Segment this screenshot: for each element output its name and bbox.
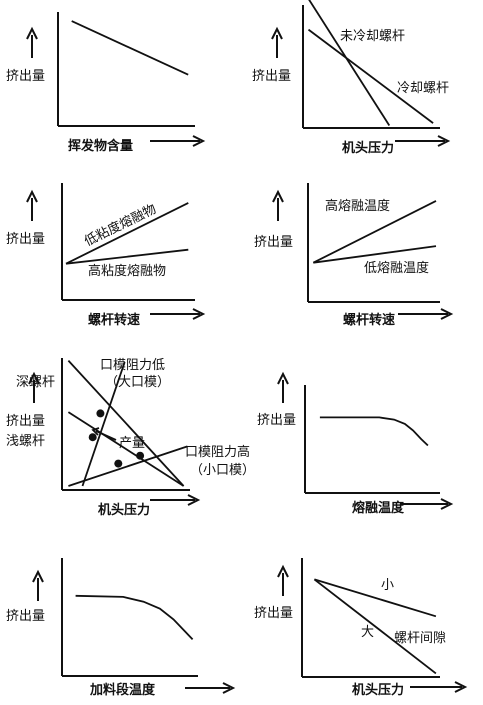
y-axis-label: 挤出量 xyxy=(254,606,293,621)
y-axis-label: 挤出量 xyxy=(254,235,293,250)
annotation-small: 小 xyxy=(381,578,394,593)
y-axis-label: 挤出量 xyxy=(6,232,45,247)
annotation-output: 产量 xyxy=(119,436,145,451)
panel-8: 挤出量 机头压力 小 大 螺杆间隙 xyxy=(254,558,468,698)
y-axis-label: 挤出量 xyxy=(257,413,296,428)
x-axis-label: 机头压力 xyxy=(352,682,404,698)
y-arrow-head-icon xyxy=(277,564,289,578)
x-arrow-head-icon xyxy=(440,308,454,320)
annotation-deep-screw: 深螺杆 xyxy=(16,375,55,390)
panel-1: 挤出量 挥发物含量 xyxy=(6,12,206,154)
y-arrow-head-icon xyxy=(26,189,38,203)
panel-2: 挤出量 机头压力 未冷却螺杆 冷却螺杆 xyxy=(252,0,451,156)
y-axis-label: 挤出量 xyxy=(6,414,45,429)
annotation-shallow-screw: 浅螺杆 xyxy=(6,434,45,449)
x-arrow-head-icon xyxy=(454,681,468,693)
x-arrow-head-icon xyxy=(440,498,454,510)
line-high-die-resistance xyxy=(68,445,188,487)
x-arrow-head-icon xyxy=(222,682,236,694)
x-arrow-head-icon xyxy=(192,135,206,147)
series-line-low-viscosity xyxy=(65,202,189,265)
x-axis-label: 熔融温度 xyxy=(352,500,405,516)
series-line xyxy=(75,594,194,641)
annotation-screw-clearance: 螺杆间隙 xyxy=(394,631,446,646)
y-axis-label: 挤出量 xyxy=(6,609,45,624)
x-axis-label: 机头压力 xyxy=(342,140,394,156)
y-arrow-head-icon xyxy=(32,569,44,583)
series-label-high-temp: 高熔融温度 xyxy=(325,198,390,214)
annotation-large-die: （大口模） xyxy=(105,375,170,390)
line-deep-screw xyxy=(67,359,185,487)
panel-7: 挤出量 加料段温度 xyxy=(6,558,236,698)
output-pointer-icon xyxy=(95,430,117,441)
y-axis-label: 挤出量 xyxy=(6,69,45,84)
panel-5: 挤出量 机头压力 深螺杆 浅螺杆 产量 口模阻力低 （大口模） 口模阻力高 （小… xyxy=(6,358,255,518)
y-arrow-head-icon xyxy=(272,189,284,203)
series-line-high-temp xyxy=(312,200,437,264)
intersection-point xyxy=(136,451,145,460)
x-arrow-head-icon xyxy=(437,135,451,147)
series-line-small xyxy=(314,578,437,618)
panel-3: 挤出量 螺杆转速 低粘度熔融物 高粘度熔融物 xyxy=(6,183,206,328)
series-label-low-viscosity: 低粘度熔融物 xyxy=(82,201,159,250)
x-axis-label: 机头压力 xyxy=(98,502,150,518)
series-line-uncooled xyxy=(308,0,391,126)
annotation-small-die: （小口模） xyxy=(190,463,255,478)
x-arrow-head-icon xyxy=(187,494,201,506)
y-arrow-head-icon xyxy=(28,371,40,385)
series-label-uncooled: 未冷却螺杆 xyxy=(340,29,405,44)
x-axis-label: 螺杆转速 xyxy=(343,312,395,328)
series-line-cooled xyxy=(307,28,434,124)
x-arrow-head-icon xyxy=(192,308,206,320)
line-shallow-screw xyxy=(67,411,185,487)
intersection-point xyxy=(88,433,97,442)
series-label-low-temp: 低熔融温度 xyxy=(364,260,429,276)
line-low-die-resistance xyxy=(81,361,126,487)
y-arrow-head-icon xyxy=(271,26,283,40)
output-pointer-head-icon xyxy=(91,427,100,436)
series-line-large xyxy=(313,578,437,675)
panel-4: 挤出量 螺杆转速 高熔融温度 低熔融温度 xyxy=(254,183,454,328)
x-axis-label: 挥发物含量 xyxy=(68,138,133,154)
x-axis-label: 加料段温度 xyxy=(89,682,156,698)
annotation-large: 大 xyxy=(361,625,374,640)
panel-6: 挤出量 熔融温度 xyxy=(257,371,454,516)
y-axis-label: 挤出量 xyxy=(252,69,291,84)
series-line-low-temp xyxy=(313,245,437,264)
series-line xyxy=(319,416,429,447)
intersection-point xyxy=(114,459,123,468)
y-arrow-head-icon xyxy=(26,26,38,40)
x-axis-label: 螺杆转速 xyxy=(88,312,140,328)
series-label-cooled: 冷却螺杆 xyxy=(397,81,449,96)
annotation-high-die-resistance: 口模阻力高 xyxy=(185,444,250,460)
y-arrow-head-icon xyxy=(277,371,289,385)
series-line xyxy=(71,20,189,76)
annotation-low-die-resistance: 口模阻力低 xyxy=(100,358,165,373)
series-label-high-viscosity: 高粘度熔融物 xyxy=(88,263,166,279)
intersection-point xyxy=(96,409,105,418)
series-line-high-viscosity xyxy=(65,248,189,265)
